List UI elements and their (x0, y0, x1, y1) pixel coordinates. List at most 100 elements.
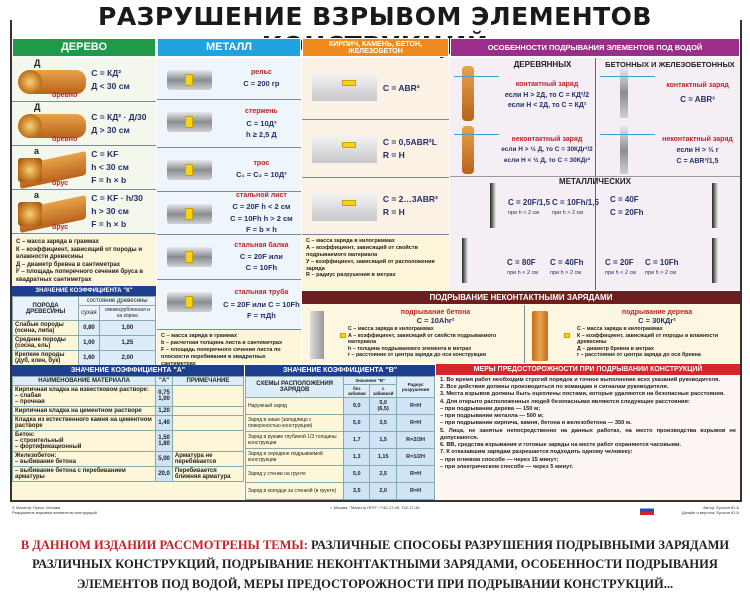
flag-icon (640, 505, 654, 515)
concrete-title: БЕТОННЫХ И ЖЕЛЕЗОБЕТОННЫХ (605, 60, 735, 69)
a-table-title: ЗНАЧЕНИЕ КОЭФФИЦИЕНТА "А" (12, 365, 244, 376)
material: Кирпичная кладка на известковом растворе… (11, 385, 157, 407)
wood-type-label: брус (52, 180, 69, 187)
formula: Д < 30 см (91, 80, 130, 91)
noncontact-section: ПОДРЫВАНИЕ НЕКОНТАКТНЫМИ ЗАРЯДАМИ подрыв… (302, 291, 740, 363)
formula: C = 20F или (239, 252, 283, 261)
metallic-formula-c2: C = 40Fh (550, 258, 584, 267)
footer-center: г. Москва, "Магистр ПРО" +742-17-45, 742… (330, 505, 420, 510)
safety-item: – при подрывании дерева — 150 м; (440, 405, 541, 412)
wood-legend: С – масса заряда в граммах К – коэффицие… (12, 236, 156, 286)
formula: F = b × h (245, 224, 277, 234)
dimension-label: a (34, 190, 40, 200)
wood-type-label: бревно (52, 92, 78, 99)
a-table-col: "А" (155, 376, 173, 386)
noncontact-concrete-formula: C = 10Ahr² (416, 316, 455, 325)
metallic-formula-b1: C = 40F (610, 195, 639, 204)
table-row: Заряд в середине подрываемой конструкции… (244, 448, 435, 466)
header-brick: КИРПИЧ, КАМЕНЬ, БЕТОН, ЖЕЛЕЗОБЕТОН (302, 38, 449, 57)
header-underwater: ОСОБЕННОСТИ ПОДРЫВАНИЯ ЭЛЕМЕНТОВ ПОД ВОД… (450, 38, 740, 57)
formula: F = h × b (91, 174, 127, 185)
footer-left: © Магистр-Пресс, Москва Разрушение взрыв… (12, 505, 97, 515)
b-value: 3,5 (343, 482, 371, 500)
safety-item: 6. ВВ, средства взрывания и готовые заря… (440, 442, 682, 449)
b-value: 1,7 (343, 431, 371, 449)
b-value: 2,5 (369, 465, 398, 483)
metal-illustration (157, 58, 222, 99)
concrete-noncontact-formula-1: если H > ½ r (676, 147, 719, 155)
safety-item: 3. Места взрывов должны быть оцеплены по… (440, 391, 725, 398)
a-value: 1,50 1,80 (155, 430, 173, 452)
material: Кладка из естественного камня на цементн… (11, 415, 157, 431)
formula: C₁ = C₂ = 10Д³ (236, 170, 287, 180)
metal-type-label: трос (253, 159, 270, 167)
concrete-contact-formula: C = ABR³ (680, 94, 715, 104)
species: Крепкие породы (дуб, клен, бук) (11, 350, 80, 366)
coefficient-b-table: ЗНАЧЕНИЕ КОЭФФИЦИЕНТА "В" СХЕМЫ РАСПОЛОЖ… (244, 365, 435, 500)
metal-type-label: стержень (245, 108, 278, 115)
b-value: 1,3 (343, 448, 371, 466)
k-coefficient-table: ЗНАЧЕНИЕ КОЭФФИЦИЕНТА "К"ПОРОДА ДРЕВЕСИН… (11, 286, 157, 366)
wooden-noncontact-formula-1: если H > ½ Д, то C = 30КДr²/2 (501, 146, 593, 154)
poster-frame (10, 20, 742, 502)
formula: C = KF (91, 149, 119, 160)
metal-illustration (157, 280, 222, 329)
a-value: 5,00 (155, 451, 173, 467)
safety-item: 1. Во время работ необходим строгий поря… (440, 377, 721, 383)
scheme: Заряд у стенки на грунте (244, 465, 345, 483)
dimension-label: Д (34, 58, 41, 68)
metallic-cond-c1: при h < 2 см (507, 270, 539, 276)
metallic-formula-d2: C = 10Fh (645, 258, 679, 267)
wooden-noncontact-label: неконтактный заряд (511, 136, 583, 143)
col-dry: сухая (78, 305, 100, 321)
formula: h > 30 см (91, 206, 129, 217)
b-value: 5,0 (6,5) (369, 397, 398, 415)
metal-illustration (157, 235, 222, 279)
metallic-cond-a1: при h < 2 см (508, 210, 540, 216)
formula: C = 10Д³ (246, 118, 277, 128)
a-value: 20,0 (155, 466, 173, 482)
a-table-col: НАИМЕНОВАНИЕ МАТЕРИАЛА (11, 376, 157, 386)
b-value: R=H (396, 465, 435, 483)
formula: C = 200 гр (243, 79, 280, 89)
k-dry: 1,60 (78, 350, 100, 366)
species: Слабые породы (осина, липа) (11, 320, 80, 336)
note (171, 385, 245, 407)
formula: h ≥ 2,5 Д (246, 129, 277, 139)
a-value: 1,20 (155, 406, 173, 416)
b-table-title: ЗНАЧЕНИЕ КОЭФФИЦИЕНТА "В" (245, 365, 435, 376)
col-tamping: с забивкой (369, 384, 398, 398)
metal-type-label: стальная балка (234, 241, 289, 249)
wooden-contact-label: контактный заряд (515, 81, 579, 88)
safety-item: 7. К отказавшим зарядам разрешается подх… (440, 449, 633, 456)
note (171, 430, 245, 452)
a-value: 1,40 (155, 415, 173, 431)
safety-item: 5. Лица, не занятые непосредственно на д… (440, 427, 736, 441)
scheme: Заряд в колодце за стенкой (в грунте) (244, 482, 345, 500)
safety-section: МЕРЫ ПРЕДОСТОРОЖНОСТИ ПРИ ПОДРЫВАНИИ КОН… (436, 364, 740, 500)
scheme: Наружный заряд (244, 397, 345, 415)
wooden-title: ДЕРЕВЯННЫХ (513, 60, 572, 69)
formula: C = KF · h/30 (91, 193, 143, 204)
col-b: Значение "В" (343, 376, 398, 385)
b-value: R=2/3H (396, 431, 435, 449)
topics-lead: В ДАННОМ ИЗДАНИИ РАССМОТРЕНЫ ТЕМЫ: (20, 538, 308, 552)
concrete-illustration (302, 178, 383, 234)
formula: C = 20F или C = 10Fh (223, 299, 300, 309)
metal-row: трос C₁ = C₂ = 10Д³ (157, 148, 301, 192)
wooden-contact-formula-2: если H < 2Д, то C = КД² (507, 102, 587, 109)
wooden-contact-formula-1: если H > 2Д, то C = КД²/2 (504, 91, 590, 99)
scheme: Заряд в рукаве глубиной 1/3 толщины конс… (244, 431, 345, 449)
